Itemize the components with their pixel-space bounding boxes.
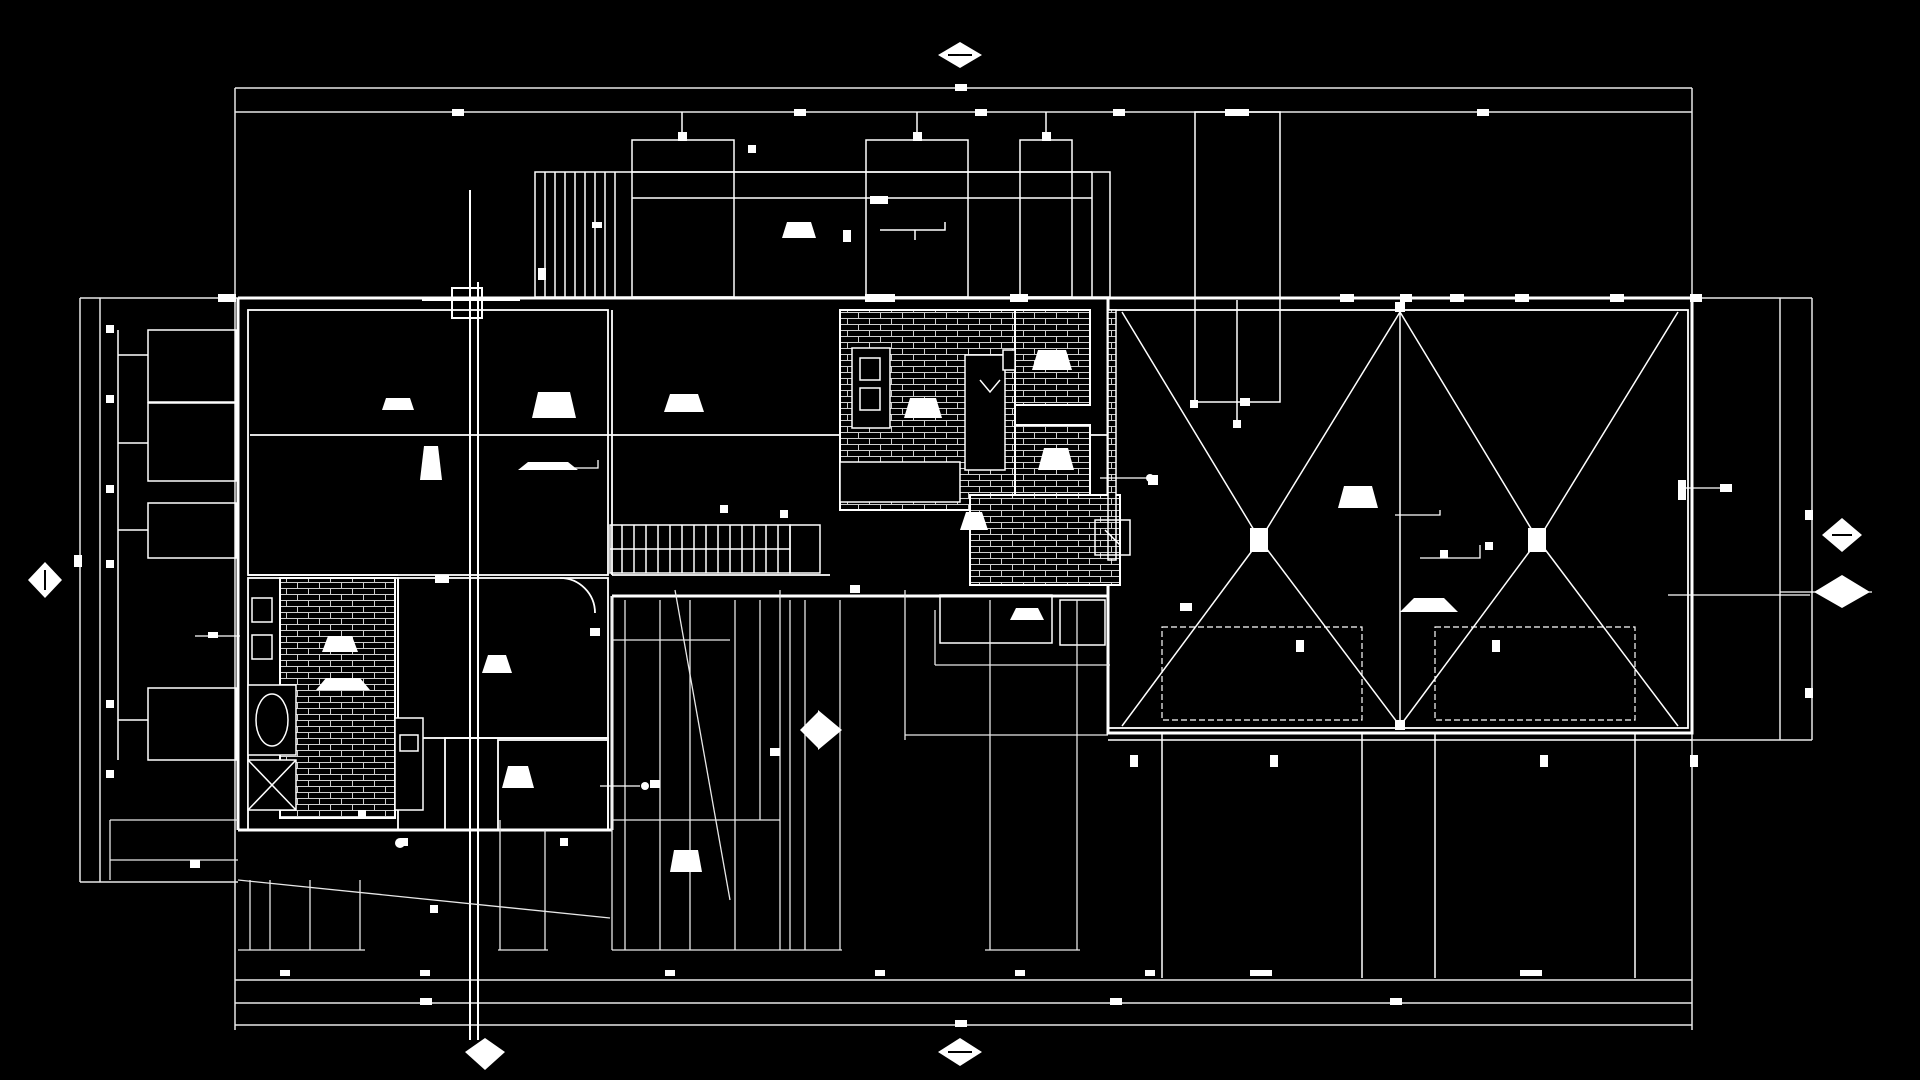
room-tag — [1010, 608, 1044, 620]
room-tag — [1400, 598, 1458, 612]
room-tag — [670, 850, 702, 872]
room-tag — [960, 512, 988, 530]
left-bath-fixtures — [247, 597, 424, 811]
grid-marker-right-middle — [1780, 575, 1872, 608]
kitchen-fixtures — [839, 309, 1117, 561]
brick-mid-right — [1014, 424, 1091, 496]
small-bath — [939, 519, 1131, 646]
grid-marker-bottom-left — [465, 1038, 505, 1070]
grid-marker-bottom-center — [938, 1038, 982, 1066]
grid-markers — [28, 42, 1872, 1070]
garage-doors — [1161, 626, 1636, 721]
room-tag — [420, 446, 442, 480]
room-tag — [904, 398, 942, 418]
room-tag — [382, 398, 414, 410]
room-tag — [502, 766, 534, 788]
garage-lower-bays — [1108, 733, 1692, 978]
grid-marker-right-upper — [1822, 518, 1862, 552]
room-tag — [1032, 350, 1072, 370]
grid-marker-left-middle — [28, 562, 62, 598]
room-tag — [518, 462, 578, 470]
garage-roof-lines — [1121, 311, 1679, 727]
leader-markers — [190, 398, 1732, 913]
section-cut-line — [422, 190, 520, 1040]
window-markers — [218, 294, 1702, 611]
room-tag — [482, 655, 512, 673]
room-tag — [322, 636, 358, 652]
room-tag — [664, 394, 704, 412]
room-tag — [1038, 448, 1074, 470]
garage-posts — [1250, 302, 1546, 730]
stair-run — [609, 524, 821, 574]
grid-marker-top-center — [938, 42, 982, 68]
brick-bath — [969, 494, 1121, 586]
left-windows — [117, 329, 237, 761]
room-tag — [782, 222, 816, 238]
room-label-tags — [316, 222, 1458, 872]
top-deck-ticks — [538, 132, 1241, 428]
leader-lines — [195, 460, 1810, 787]
room-tag — [532, 392, 576, 418]
room-tag — [1338, 486, 1378, 508]
lower-dimension-lines — [109, 589, 1110, 951]
room-tag — [316, 678, 370, 690]
brick-left-bath — [279, 577, 396, 819]
dimension-ticks — [74, 84, 1813, 1027]
grid-marker-interior-center — [800, 710, 842, 750]
